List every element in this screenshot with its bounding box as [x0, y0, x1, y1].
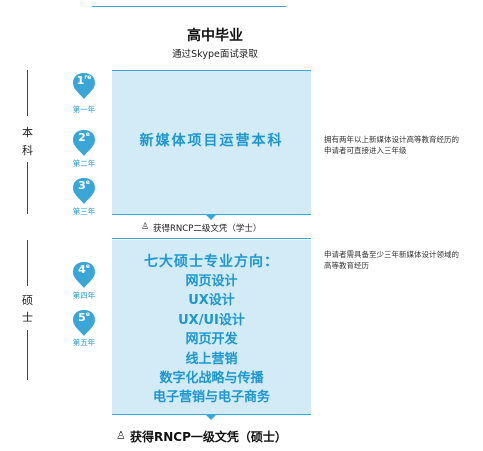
master-directions-list: 网页设计 UX设计 UX/UI设计 网页开发 线上营销 数字化战略与传播 电子营… — [112, 272, 311, 408]
bachelor-bracket-top — [27, 70, 28, 116]
master-box-top-line — [112, 238, 311, 239]
master-admission-note: 申请者需具备至少三年新媒体设计领域的高等教育经历 — [324, 250, 459, 270]
year-3-label: 第三年 — [72, 207, 96, 216]
year-4-label: 第四年 — [72, 291, 96, 300]
master-label-char1: 硕 — [22, 294, 33, 307]
year-3-pin-icon: 3e — [73, 178, 95, 204]
bachelor-arrow-down-icon — [205, 214, 217, 220]
year-5-pin-icon: 5e — [73, 310, 95, 336]
year-2-label: 第二年 — [72, 159, 96, 168]
start-title: 高中毕业 — [187, 28, 243, 44]
list-item: UX设计 — [188, 293, 235, 309]
master-program-box — [112, 240, 311, 414]
master-bracket-top — [27, 240, 28, 286]
bachelor-program-box — [112, 70, 311, 214]
list-item: 网页开发 — [185, 332, 238, 348]
year-5-suffix: e — [85, 311, 90, 318]
year-5-number: 5 — [78, 311, 86, 324]
year-3-suffix: e — [85, 179, 90, 186]
bachelor-certificate: 获得RNCP二级文凭（学士） — [153, 224, 262, 234]
bachelor-label-char1: 本 — [22, 126, 33, 139]
bachelor-admission-note: 拥有两年以上新媒体设计高等教育经历的申请者可直接进入三年级 — [324, 135, 459, 155]
master-certificate: 获得RNCP一级文凭（硕士） — [130, 430, 287, 444]
year-3-number: 3 — [78, 179, 86, 192]
bachelor-bracket-bottom — [27, 162, 28, 214]
list-item: UX/UI设计 — [178, 312, 245, 328]
list-item: 数字化战略与传播 — [159, 371, 264, 387]
year-5-label: 第五年 — [72, 338, 96, 347]
bachelor-box-top-line — [112, 70, 311, 71]
year-1-label: 第一年 — [72, 105, 96, 114]
master-bracket-bottom — [27, 330, 28, 380]
year-4-suffix: e — [85, 263, 90, 270]
master-label-char2: 士 — [22, 311, 33, 324]
year-1-suffix: re — [84, 74, 92, 81]
list-item: 线上营销 — [185, 351, 238, 367]
master-program-title: 七大硕士专业方向： — [144, 254, 279, 270]
start-subtitle: 通过Skype面试录取 — [172, 49, 258, 60]
year-4-number: 4 — [78, 263, 86, 276]
year-2-suffix: e — [85, 131, 90, 138]
master-arrow-down-icon — [205, 414, 217, 420]
year-2-number: 2 — [78, 131, 86, 144]
graduate-icon: ♙ — [116, 429, 126, 442]
list-item: 电子营销与电子商务 — [152, 390, 270, 406]
year-4-pin-icon: 4e — [73, 262, 95, 288]
bachelor-program-title: 新媒体项目运营本科 — [139, 133, 284, 149]
graduate-icon: ♙ — [141, 222, 150, 232]
year-1-pin-icon: 1re — [73, 73, 95, 99]
year-2-pin-icon: 2e — [73, 130, 95, 156]
bachelor-label-char2: 科 — [22, 144, 33, 157]
list-item: 网页设计 — [185, 274, 238, 289]
top-divider — [92, 6, 286, 7]
year-1-number: 1 — [76, 74, 85, 87]
